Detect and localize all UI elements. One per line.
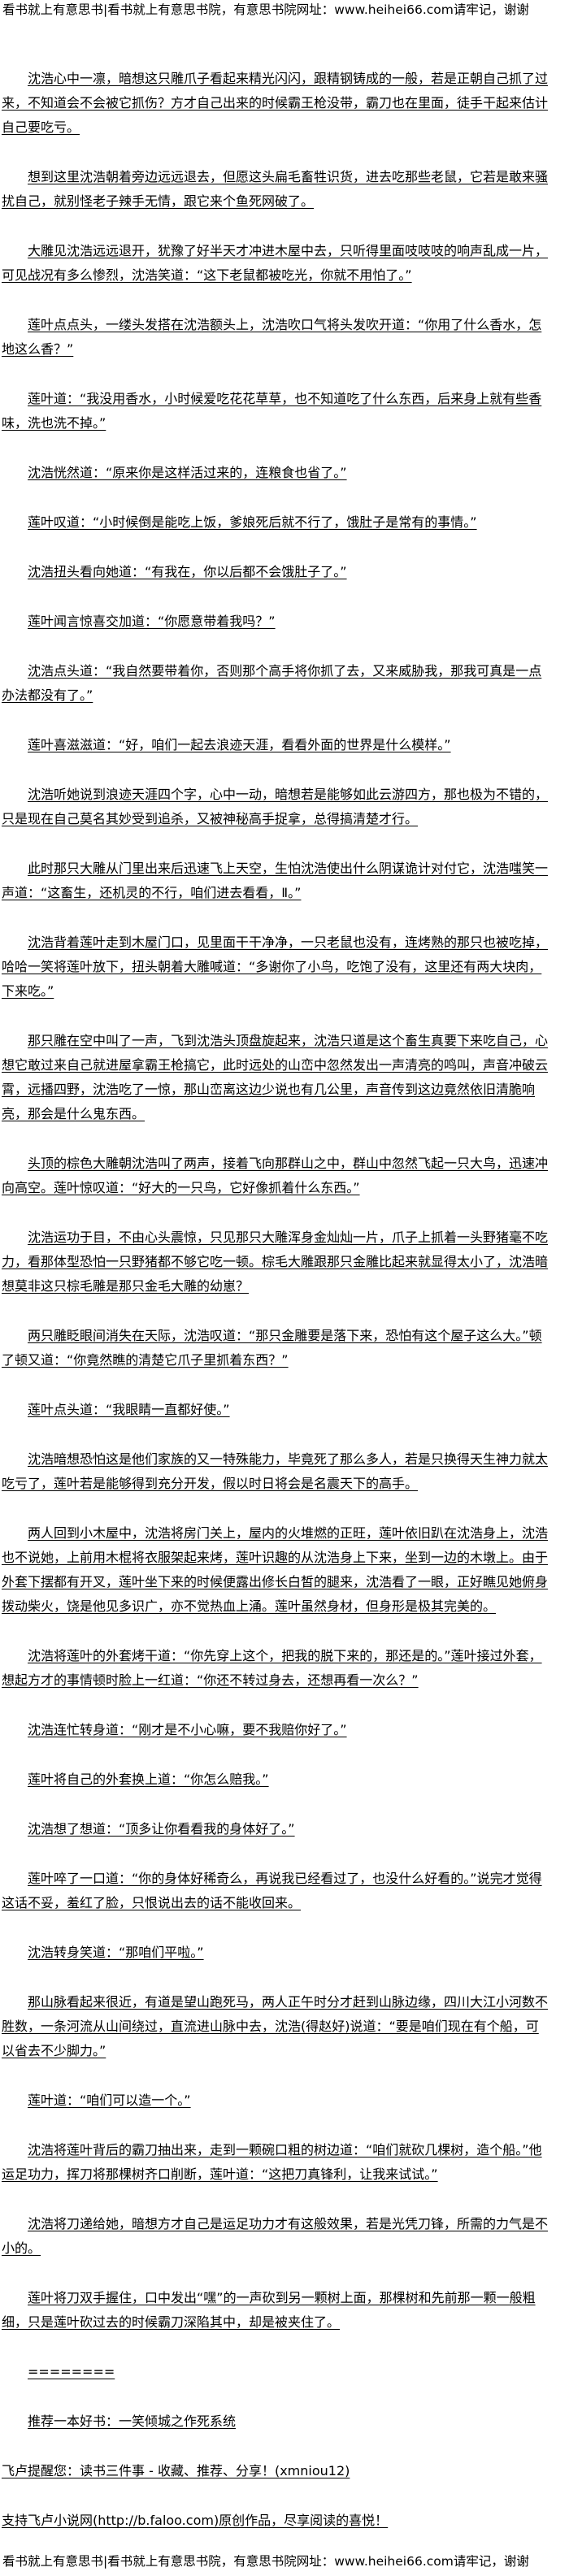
site-banner-bottom: 看书就上有意思书|看书就上有意思书院，有意思书院网址：www.heihei66.… [2, 2554, 529, 2569]
story-paragraph: 莲叶啐了一口道：“你的身体好稀奇么，再说我已经看过了，也没什么好看的。”说完才觉… [2, 1871, 542, 1910]
story-paragraph: 莲叶闻言惊喜交加道：“你愿意带着我吗？” [28, 614, 276, 629]
reader-reminder: 飞卢提醒您：读书三件事 - 收藏、推荐、分享！(xmniou12) [2, 2463, 350, 2478]
story-paragraph: 沈浩听她说到浪迹天涯四个字，心中一动，暗想若是能够如此云游四方，那也极为不错的，… [2, 787, 549, 826]
separator-line: ======== [28, 2364, 115, 2379]
story-paragraph: 沈浩点头道：“我自然要带着你，否则那个高手将你抓了去，又来威胁我，那我可真是一点… [2, 663, 542, 703]
story-paragraph: 沈浩将莲叶的外套烤干道：“你先穿上这个，把我的脱下来的，那还是的。”莲叶接过外套… [2, 1648, 542, 1688]
story-paragraph: 莲叶点点头，一缕头发搭在沈浩额头上，沈浩吹口气将头发吹开道：“你用了什么香水，怎… [2, 317, 542, 357]
story-paragraph: 头顶的棕色大雕朝沈浩叫了两声，接着飞向那群山之中，群山中忽然飞起一只大鸟，迅速冲… [2, 1156, 549, 1195]
recommendation-link[interactable]: 推荐一本好书：一笑倾城之作死系统 [28, 2413, 237, 2429]
story-paragraph: 此时那只大雕从门里出来后迅速飞上天空，生怕沈浩使出什么阴谋诡计对付它，沈浩嗤笑一… [2, 861, 549, 900]
story-paragraph: 莲叶点头道：“我眼睛一直都好使。” [28, 1402, 230, 1417]
story-paragraph: 莲叶道：“咱们可以造一个。” [28, 2092, 191, 2108]
story-paragraph: 想到这里沈浩朝着旁边远远退去，但愿这头扁毛畜牲识货，进去吃那些老鼠，它若是敢来骚… [2, 169, 549, 209]
story-paragraph: 沈浩暗想恐怕这是他们家族的又一特殊能力，毕竟死了那么多人，若是只换得天生神力就太… [2, 1451, 549, 1491]
story-paragraph: 沈浩恍然道：“原来你是这样活过来的，连粮食也省了。” [28, 465, 347, 480]
story-paragraph: 沈浩心中一凛，暗想这只雕爪子看起来精光闪闪，跟精钢铸成的一般，若是正朝自己抓了过… [2, 71, 549, 135]
story-paragraph: 莲叶将刀双手握住，口中发出“嘿”的一声砍到另一颗树上面，那棵树和先前那一颗一般粗… [2, 2290, 536, 2330]
chapter-content: 沈浩心中一凛，暗想这只雕爪子看起来精光闪闪，跟精钢铸成的一般，若是正朝自己抓了过… [2, 67, 549, 2558]
story-paragraph: 沈浩将刀递给她，暗想方才自己是运足功力才有这般效果，若是光凭刀锋，所需的力气是不… [2, 2216, 549, 2256]
story-paragraph: 莲叶喜滋滋道：“好，咱们一起去浪迹天涯，看看外面的世界是什么模样。” [28, 737, 451, 752]
story-paragraph: 莲叶道：“我没用香水，小时候爱吃花花草草，也不知道吃了什么东西，后来身上就有些香… [2, 391, 542, 431]
story-paragraph: 沈浩转身笑道：“那咱们平啦。” [28, 1945, 204, 1960]
story-paragraph: 两只雕眨眼间消失在天际，沈浩叹道：“那只金雕要是落下来，恐怕有这个屋子这么大。”… [2, 1328, 542, 1368]
story-paragraph: 沈浩想了想道：“顶多让你看看我的身体好了。” [28, 1821, 295, 1837]
story-paragraph: 大雕见沈浩远远退开，犹豫了好半天才冲进木屋中去，只听得里面吱吱吱的响声乱成一片，… [2, 243, 549, 283]
story-paragraph: 两人回到小木屋中，沈浩将房门关上，屋内的火堆燃的正旺，莲叶依旧趴在沈浩身上，沈浩… [2, 1525, 549, 1614]
story-paragraph: 沈浩运功于目，不由心头震惊，只见那只大雕浑身金灿灿一片，爪子上抓着一头野猪毫不吃… [2, 1229, 549, 1294]
story-paragraph: 沈浩扭头看向她道：“有我在，你以后都不会饿肚子了。” [28, 564, 347, 579]
story-paragraph: 沈浩连忙转身道：“刚才是不小心嘛，要不我赔你好了。” [28, 1722, 347, 1737]
story-paragraph: 沈浩将莲叶背后的霸刀抽出来，走到一颗碗口粗的树边道：“咱们就砍几棵树，造个船。”… [2, 2142, 542, 2182]
story-paragraph: 沈浩背着莲叶走到木屋门口，见里面干干净净，一只老鼠也没有，连烤熟的那只也被吃掉，… [2, 935, 549, 999]
story-paragraph: 莲叶叹道：“小时候倒是能吃上饭，爹娘死后就不行了，饿肚子是常有的事情。” [28, 514, 477, 530]
site-support-notice: 支持飞卢小说网(http://b.faloo.com)原创作品，尽享阅读的喜悦！ [2, 2513, 389, 2528]
story-paragraph: 那山脉看起来很近，有道是望山跑死马，两人正午时分才赶到山脉边缘，四川大江小河数不… [2, 1994, 549, 2058]
site-banner-top: 看书就上有意思书|看书就上有意思书院，有意思书院网址：www.heihei66.… [2, 2, 529, 17]
story-paragraph: 莲叶将自己的外套换上道：“你怎么赔我。” [28, 1772, 269, 1787]
story-paragraph: 那只雕在空中叫了一声，飞到沈浩头顶盘旋起来，沈浩只道是这个畜生真要下来吃自己，心… [2, 1033, 549, 1121]
